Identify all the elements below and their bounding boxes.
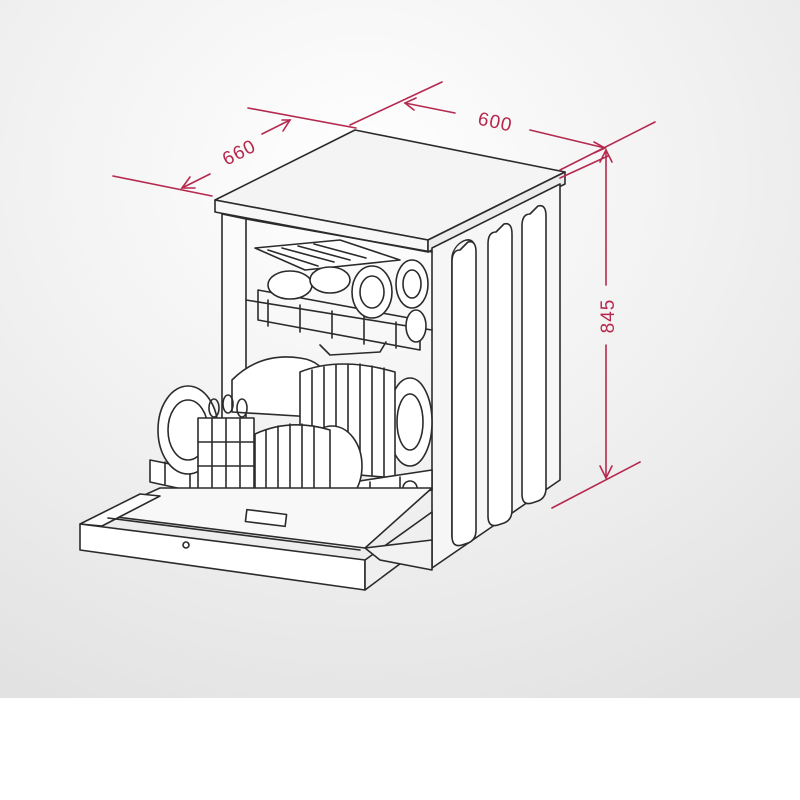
spray-arm xyxy=(319,341,387,356)
depth-extension-line xyxy=(247,107,357,129)
height-label: 845 xyxy=(598,299,619,334)
width-arrow-right xyxy=(593,141,607,154)
upper-plate xyxy=(395,259,429,309)
width-arrow-left xyxy=(403,97,417,111)
cutlery-tray-line xyxy=(267,249,319,267)
cutlery-tray-line xyxy=(297,245,351,261)
cutlery-tray xyxy=(254,239,401,271)
upper-plate-inner xyxy=(402,269,422,299)
width-extension-line xyxy=(349,81,443,126)
cutlery-spoon xyxy=(208,398,220,418)
cutlery-tray-line xyxy=(313,243,367,259)
bottom-white-band xyxy=(0,698,800,800)
lower-large-plate-inner xyxy=(396,393,424,451)
height-extension-line xyxy=(559,155,609,179)
interior-divider xyxy=(245,299,433,331)
interior-back-edge xyxy=(245,218,433,253)
depth-dimension-line-b xyxy=(261,119,291,135)
door-inner-line xyxy=(107,517,361,551)
depth-dimension-line-a xyxy=(181,173,211,189)
cutlery-spoon xyxy=(222,394,234,414)
cutlery-spoon xyxy=(236,398,248,418)
height-arrow-top xyxy=(599,148,613,163)
side-rib-2-line xyxy=(487,222,513,527)
height-arrow-bottom xyxy=(599,465,613,480)
height-extension-line xyxy=(551,461,641,509)
side-rib-1-line xyxy=(451,240,477,547)
side-rib-3-line xyxy=(521,204,547,505)
upper-bowl-inner xyxy=(359,275,385,309)
door-detergent-box xyxy=(244,508,288,528)
upper-bowl xyxy=(351,265,393,319)
dimension-lines xyxy=(112,81,656,509)
backdrop xyxy=(0,0,800,698)
width-dimension-line-b xyxy=(529,129,606,149)
width-dimension-line-a xyxy=(404,102,456,114)
door-latch xyxy=(182,541,190,549)
depth-arrow-left xyxy=(180,176,196,189)
upper-glass xyxy=(405,309,427,343)
upper-rack xyxy=(254,239,429,351)
upper-cup xyxy=(267,270,313,300)
depth-arrow-right xyxy=(281,119,292,132)
upper-cup xyxy=(309,266,351,294)
cutlery-tray-line xyxy=(281,247,335,263)
depth-extension-line xyxy=(112,175,213,197)
width-extension-line xyxy=(559,121,656,171)
dishwasher-drawing xyxy=(79,129,566,591)
kick-plate xyxy=(364,539,433,571)
